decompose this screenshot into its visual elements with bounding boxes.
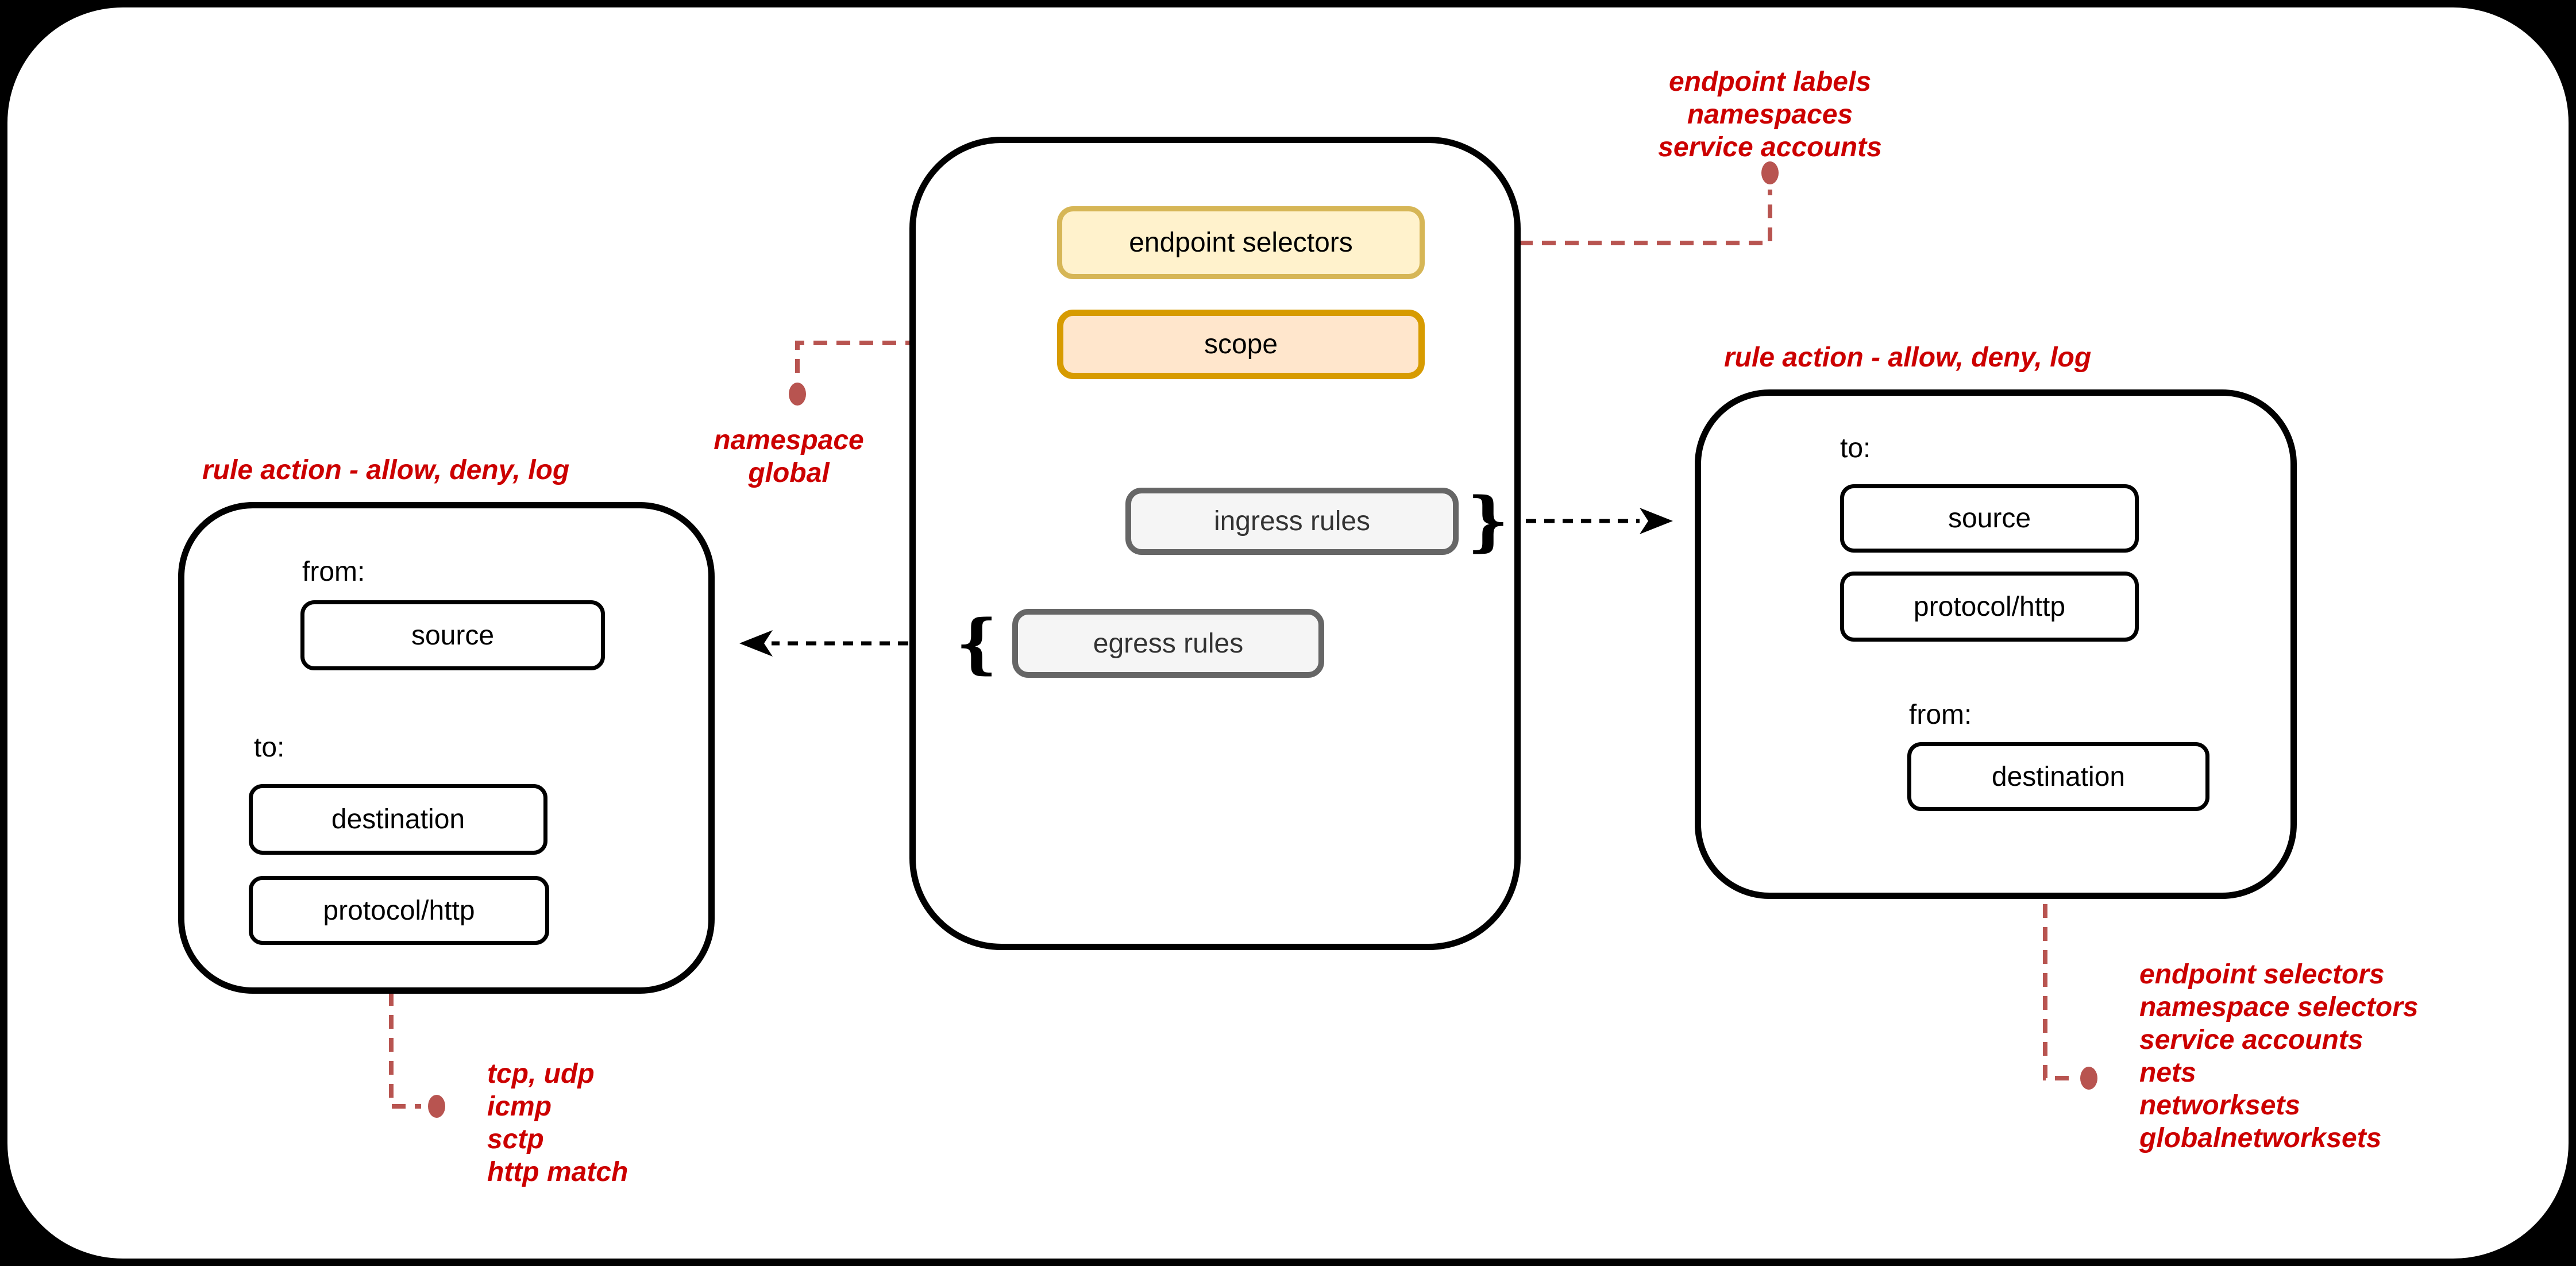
scope-annotation: namespace global <box>714 424 864 489</box>
note-line: icmp <box>487 1091 552 1122</box>
note-line: nets <box>2139 1057 2196 1088</box>
egress-from-label: from: <box>302 557 365 587</box>
note-line: endpoint selectors <box>2139 959 2385 990</box>
ingress-protocol-box: protocol/http <box>1840 572 2139 642</box>
ingress-to-label: to: <box>1840 433 1871 464</box>
endpoint-selectors-annotation: endpoint labels namespaces service accou… <box>1658 65 1882 164</box>
egress-protocol-label: protocol/http <box>323 895 475 926</box>
note-line: service accounts <box>1658 132 1882 163</box>
egress-protocol-box: protocol/http <box>249 876 549 945</box>
egress-brace-icon: { <box>955 606 998 681</box>
egress-rule-action-title: rule action - allow, deny, log <box>202 455 570 485</box>
endpoint-selectors-box: endpoint selectors <box>1057 206 1425 279</box>
scope-box: scope <box>1057 310 1425 379</box>
ingress-source-label: source <box>1948 503 2031 534</box>
note-line: networksets <box>2139 1090 2301 1121</box>
ingress-rules-box: ingress rules <box>1125 488 1459 555</box>
protocol-annotation: tcp, udp icmp sctp http match <box>487 1057 628 1188</box>
note-line: namespace <box>714 425 864 456</box>
ingress-protocol-label: protocol/http <box>1913 591 2066 622</box>
note-line: http match <box>487 1157 628 1187</box>
note-line: namespaces <box>1687 99 1853 130</box>
egress-destination-box: destination <box>249 784 547 855</box>
ingress-rule-detail-box <box>1695 389 2297 899</box>
note-line: tcp, udp <box>487 1059 595 1089</box>
ingress-brace-icon: } <box>1467 484 1509 559</box>
ingress-from-label: from: <box>1909 700 1972 730</box>
ingress-rule-action-title: rule action - allow, deny, log <box>1724 342 2092 373</box>
egress-rules-label: egress rules <box>1093 628 1244 659</box>
note-line: endpoint labels <box>1668 67 1872 97</box>
egress-source-label: source <box>411 620 495 651</box>
note-line: service accounts <box>2139 1025 2363 1055</box>
scope-label: scope <box>1204 329 1278 360</box>
note-line: sctp <box>487 1124 544 1155</box>
note-line: namespace selectors <box>2139 992 2419 1022</box>
ingress-rules-label: ingress rules <box>1213 506 1371 536</box>
note-line: globalnetworksets <box>2139 1123 2382 1153</box>
egress-rules-box: egress rules <box>1012 609 1324 678</box>
egress-source-box: source <box>300 600 605 670</box>
ingress-destination-box: destination <box>1907 742 2209 811</box>
destination-annotation: endpoint selectors namespace selectors s… <box>2139 958 2419 1155</box>
egress-destination-label: destination <box>331 804 465 835</box>
endpoint-selectors-label: endpoint selectors <box>1129 227 1353 258</box>
ingress-destination-label: destination <box>1991 761 2126 792</box>
egress-to-label: to: <box>254 732 285 763</box>
ingress-source-box: source <box>1840 484 2139 553</box>
note-line: global <box>748 458 830 488</box>
